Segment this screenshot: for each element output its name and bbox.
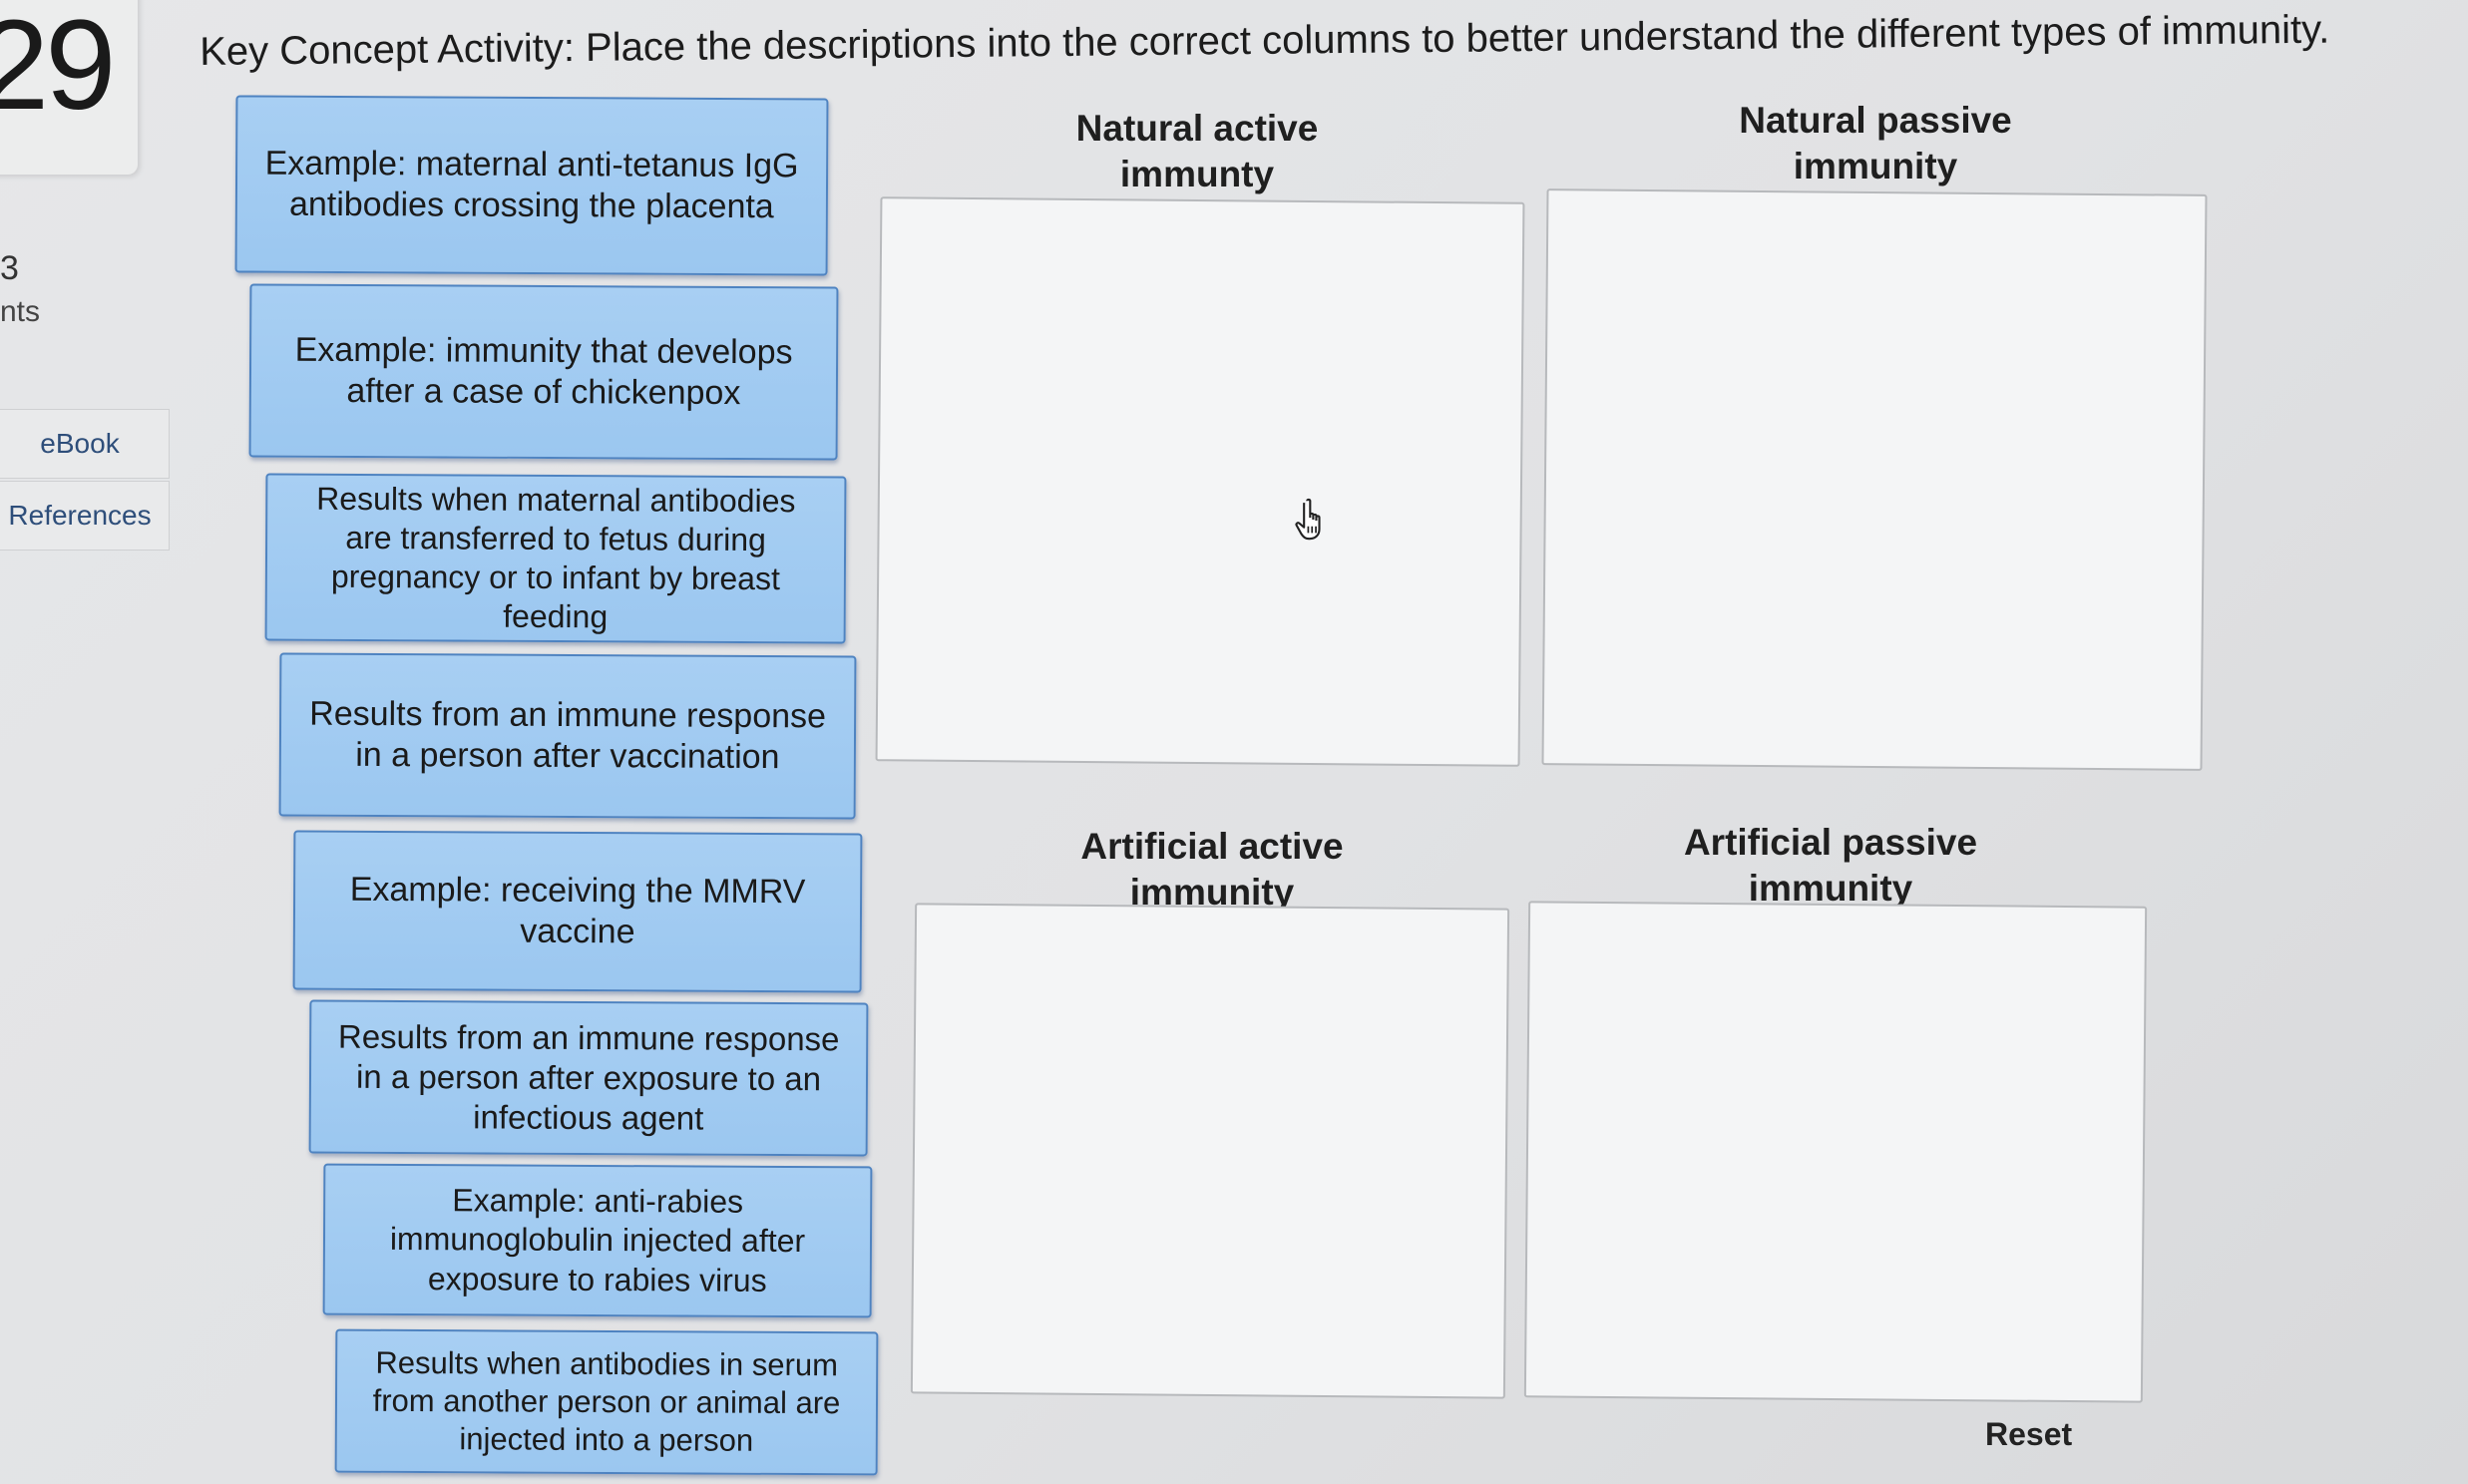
activity-instructions: Key Concept Activity: Place the descript…	[200, 7, 2330, 74]
points-value: 3	[0, 249, 19, 287]
ebook-link[interactable]: eBook	[0, 409, 170, 479]
question-number-card	[0, 0, 138, 175]
draggable-card[interactable]: Example: receiving the MMRV vaccine	[292, 830, 863, 993]
draggable-card[interactable]: Results from an immune response in a per…	[308, 999, 869, 1157]
drop-zone-natural-passive[interactable]	[1541, 188, 2208, 771]
reset-button[interactable]: Reset	[1985, 1416, 2073, 1452]
column-title-natural-active: Natural active immunty	[1075, 108, 1319, 195]
references-link[interactable]: References	[0, 481, 170, 551]
draggable-card[interactable]: Example: anti-rabies immunoglobulin inje…	[322, 1163, 873, 1318]
points-label: nts	[0, 295, 41, 328]
drop-zone-artificial-active[interactable]	[910, 903, 1510, 1399]
drop-zone-artificial-passive[interactable]	[1523, 901, 2148, 1403]
question-number: 29	[0, 0, 116, 137]
draggable-card[interactable]: Results when maternal antibodies are tra…	[264, 473, 847, 644]
column-title-artificial-active: Artificial active immunity	[1080, 826, 1344, 914]
draggable-card[interactable]: Example: maternal anti-tetanus IgG antib…	[234, 95, 829, 276]
draggable-card[interactable]: Example: immunity that develops after a …	[248, 283, 839, 461]
column-title-natural-passive: Natural passive immunity	[1739, 100, 2012, 187]
hand-pointer-icon	[1295, 498, 1321, 541]
draggable-card[interactable]: Results when antibodies in serum from an…	[334, 1328, 879, 1476]
draggable-card[interactable]: Results from an immune response in a per…	[278, 652, 857, 820]
drop-zone-natural-active[interactable]	[875, 196, 1525, 767]
column-title-artificial-passive: Artificial passive immunity	[1683, 822, 1978, 910]
